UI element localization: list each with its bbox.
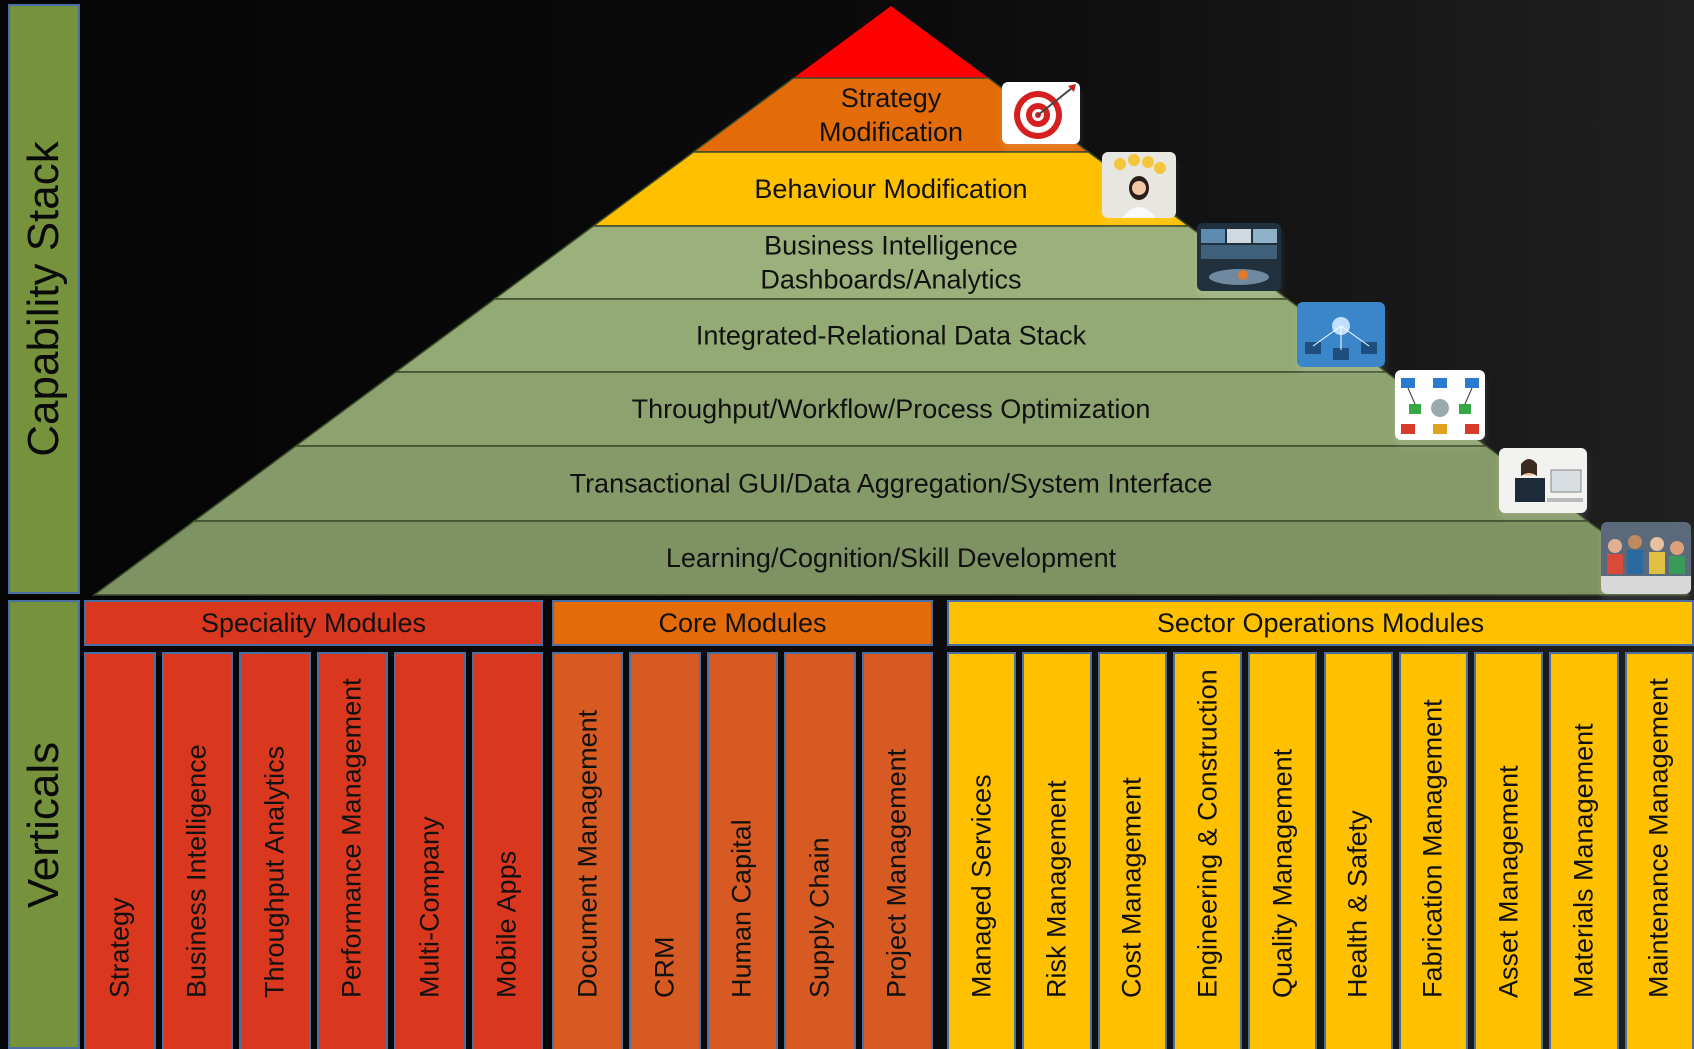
pyramid-tier: Business IntelligenceDashboards/Analytic… [492,225,1290,300]
pyramid-tier-label: Learning/Cognition/Skill Development [666,543,1117,573]
pyramid-tier-label: Modification [819,117,963,147]
sector-operations-modules-title: Sector Operations Modules [1156,607,1485,638]
module-label: Engineering & Construction [1192,669,1223,998]
module-label: CRM [649,936,680,999]
pyramid-tier-label: Strategy [841,83,942,113]
module-label: Risk Management [1041,780,1072,998]
module-column: Cost Management [1097,652,1167,1049]
module-column: Supply Chain [784,652,856,1049]
module-label: Asset Management [1493,765,1524,998]
verticals-label: Verticals [8,600,80,1049]
core-modules-header: Core Modules [552,600,933,646]
module-label: Supply Chain [804,837,835,998]
module-column: Mobile Apps [471,652,543,1049]
workflow-icon [1395,370,1485,440]
module-column: Performance Management [316,652,388,1049]
dashboard-screens-icon [1197,223,1281,291]
module-label: Multi-Company [414,816,445,998]
pyramid-tier-label: Business Intelligence [764,231,1018,261]
module-label: Throughput Analytics [259,745,290,998]
module-column: Throughput Analytics [239,652,311,1049]
module-column: Human Capital [706,652,779,1049]
module-column: Engineering & Construction [1172,652,1243,1049]
module-label: Strategy [104,897,135,998]
pyramid-apex [793,6,989,78]
target-icon [1002,82,1080,144]
module-label: Materials Management [1568,723,1599,998]
sector-operations-modules-header: Sector Operations Modules [947,600,1694,646]
pyramid-tier-label: Throughput/Workflow/Process Optimization [632,394,1151,424]
module-label: Human Capital [726,819,757,998]
module-label: Performance Management [336,678,367,998]
pyramid-tier: Behaviour Modification [591,151,1191,227]
speciality-modules-title: Speciality Modules [200,607,427,638]
module-column: Document Management [552,652,624,1049]
module-column: Maintenance Management [1624,652,1694,1049]
module-label: Maintenance Management [1643,678,1674,998]
pyramid-tier-band [91,520,1691,596]
module-column: CRM [629,652,701,1049]
group-learning-icon [1601,522,1691,594]
module-label: Health & Safety [1342,810,1373,998]
module-column: Multi-Company [394,652,466,1049]
pyramid-tier: Transactional GUI/Data Aggregation/Syste… [191,445,1591,522]
network-data-icon [1297,302,1385,367]
module-column: Strategy [84,652,156,1049]
module-label: Fabrication Management [1417,699,1448,998]
module-column: Fabrication Management [1398,652,1469,1049]
module-column: Quality Management [1248,652,1318,1049]
pyramid-tier-label: Dashboards/Analytics [760,265,1021,295]
pyramid-tier: Throughput/Workflow/Process Optimization [293,371,1489,447]
module-column: Business Intelligence [161,652,233,1049]
verticals-text: Verticals [19,741,68,908]
module-column: Risk Management [1022,652,1092,1049]
module-label: Quality Management [1267,748,1298,998]
module-column: Managed Services [947,652,1017,1049]
module-label: Cost Management [1116,777,1147,998]
module-column: Asset Management [1474,652,1544,1049]
pyramid-tier-label: Transactional GUI/Data Aggregation/Syste… [570,469,1213,499]
module-label: Business Intelligence [181,744,212,998]
module-label: Mobile Apps [491,850,522,998]
speciality-modules-header: Speciality Modules [84,600,543,646]
pyramid-tier: Integrated-Relational Data Stack [393,298,1389,373]
pyramid-tier-label: Integrated-Relational Data Stack [696,321,1087,351]
module-label: Managed Services [966,774,997,998]
module-label: Project Management [881,748,912,998]
capability-stack-label: Capability Stack [8,4,80,594]
core-modules-title: Core Modules [658,607,827,638]
ideas-woman-icon [1102,152,1176,218]
module-column: Health & Safety [1323,652,1393,1049]
person-computer-icon [1499,448,1587,513]
module-column: Materials Management [1549,652,1619,1049]
module-column: Project Management [861,652,933,1049]
pyramid-tier-label: Behaviour Modification [754,174,1027,204]
pyramid-tier: Learning/Cognition/Skill Development [91,520,1691,596]
module-label: Document Management [572,709,603,998]
